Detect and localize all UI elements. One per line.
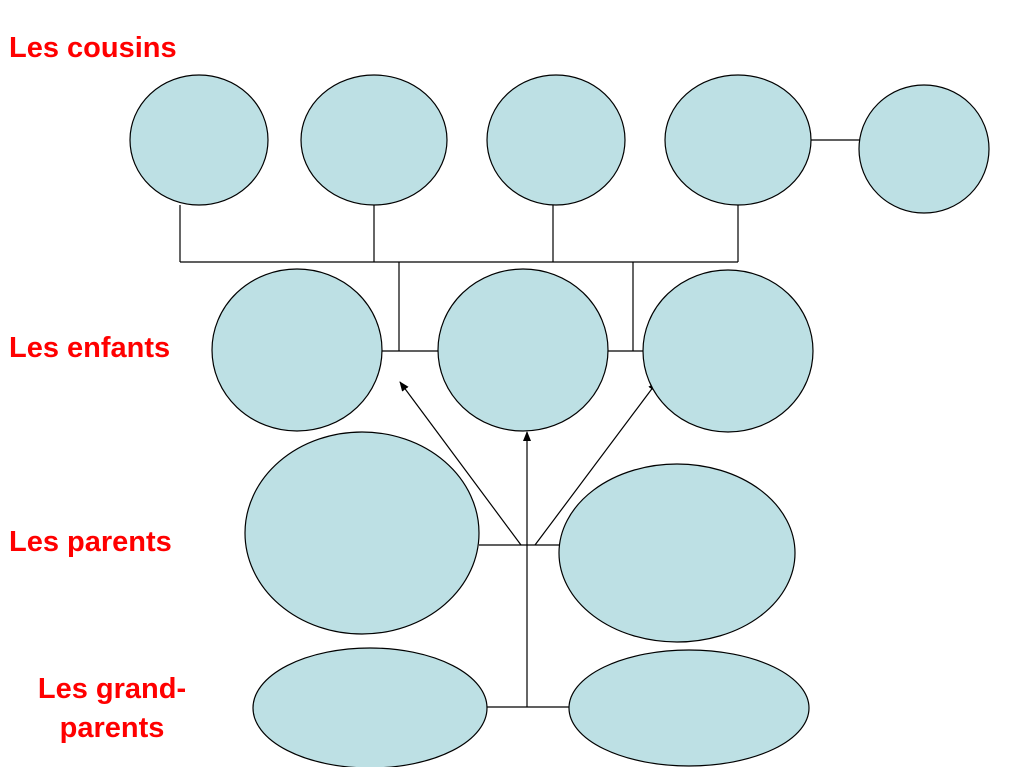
children-row	[211, 268, 814, 433]
arrow	[534, 381, 658, 546]
cousin-node	[486, 74, 626, 206]
parent-node	[244, 431, 480, 635]
grandparent-node	[252, 647, 488, 767]
cousin-spouse-node	[858, 84, 990, 214]
label-grandparents-line2: parents	[60, 712, 165, 744]
cousin-node	[664, 74, 812, 206]
parent-node	[558, 463, 796, 643]
grandparents-row	[252, 647, 810, 767]
label-parents: Les parents	[9, 526, 172, 558]
connectors	[179, 139, 860, 708]
parents-row	[244, 431, 796, 643]
cousin-node	[300, 74, 448, 206]
arrow	[399, 381, 522, 546]
cousins-row	[129, 74, 990, 214]
child-node	[437, 268, 609, 432]
label-cousins: Les cousins	[9, 32, 177, 64]
label-grandparents-line1: Les grand-	[38, 673, 186, 705]
grandparent-node	[568, 649, 810, 767]
label-children: Les enfants	[9, 332, 170, 364]
cousin-node	[129, 74, 269, 206]
child-node	[211, 268, 383, 432]
child-node	[642, 269, 814, 433]
